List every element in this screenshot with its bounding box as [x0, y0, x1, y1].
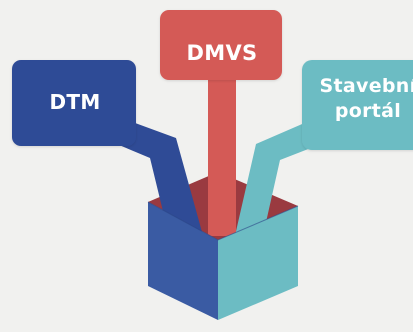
stavebni-portal-label: Stavební portál [306, 74, 413, 124]
stavebni-label-line2: portál [334, 100, 402, 122]
stavebni-label-line1: Stavební [319, 75, 413, 97]
dmvs-label: DMVS [186, 41, 258, 65]
dtm-label: DTM [49, 90, 101, 114]
dmvs-connector [208, 60, 236, 236]
cube-left-face [148, 202, 218, 320]
dtm-connector [112, 116, 202, 232]
dtm-box [12, 60, 136, 146]
cube-right-face [218, 206, 298, 320]
dmvs-box [160, 10, 282, 80]
stavebni-connector [234, 118, 316, 240]
stavebni-box [302, 60, 413, 150]
